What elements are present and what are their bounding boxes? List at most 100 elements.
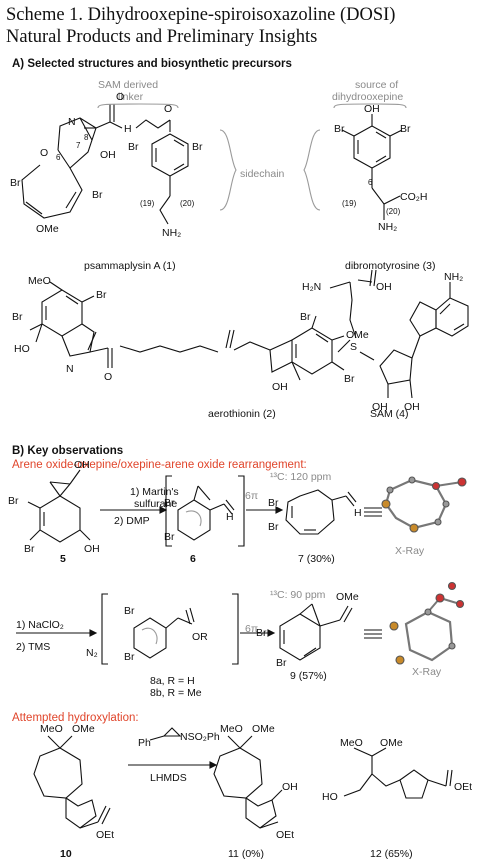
atom-br1-7: Br	[268, 497, 279, 509]
atom-h-7: H	[354, 507, 362, 519]
sam-linker-label-1: SAM derived	[98, 79, 159, 91]
title-line-2: Natural Products and Preliminary Insight…	[6, 27, 318, 47]
nmr-90-label: ¹³C: 90 ppm	[270, 589, 326, 601]
atom-oet-10: OEt	[96, 829, 114, 841]
atom-nso2ph-reagent: NSO₂Ph	[180, 731, 220, 743]
atom-oh2-sam: OH	[372, 401, 388, 413]
compound-8a-label: 8a, R = H	[150, 675, 195, 687]
atom-ph-reagent: Ph	[138, 737, 151, 749]
atom-meo-aero: MeO	[28, 275, 51, 287]
compound-7-structure	[285, 489, 382, 535]
atom-h2n-sam: H₂N	[302, 281, 321, 293]
atom-ome-psam: OMe	[36, 223, 59, 235]
atom-num-6-dbt: 6	[368, 178, 373, 187]
atom-br1-8: Br	[124, 605, 135, 617]
atom-oh-psam: OH	[100, 149, 116, 161]
xray-label-2: X-Ray	[412, 666, 442, 678]
atom-ome-12: OMe	[380, 737, 403, 749]
atom-oh-dbt: OH	[364, 103, 380, 115]
compound-10-structure	[33, 735, 111, 829]
compound-5-structure	[27, 469, 91, 543]
compound-12-label: 12 (65%)	[370, 848, 413, 860]
compound-7-label: 7 (30%)	[298, 553, 335, 565]
atom-h-psam: H	[124, 123, 132, 135]
atom-br2-5: Br	[24, 543, 35, 555]
atom-ome-10: OMe	[72, 723, 95, 735]
bracket-left-8	[101, 593, 108, 665]
dibromotyrosine-structure	[303, 103, 407, 220]
compound-12-structure	[343, 747, 453, 799]
atom-co2h-dbt: CO₂H	[400, 191, 427, 203]
atom-br2-aero: Br	[12, 311, 23, 323]
atom-num-19: (19)	[140, 199, 155, 208]
atom-meo-11: MeO	[220, 723, 243, 735]
atom-br3-aero: Br	[300, 311, 311, 323]
atom-meo-10: MeO	[40, 723, 63, 735]
atom-num-20-dbt: (20)	[386, 207, 401, 216]
atom-num-8: 8	[84, 133, 89, 142]
compound-8b-label: 8b, R = Me	[150, 687, 202, 699]
source-label-1: source of	[355, 79, 399, 91]
title-line-1: Scheme 1. Dihydrooxepine-spiroisoxazolin…	[6, 5, 396, 25]
sam-linker-label-2: linker	[118, 91, 144, 103]
atom-ome-11: OMe	[252, 723, 275, 735]
atom-oh2-5: OH	[84, 543, 100, 555]
sidechain-label: sidechain	[240, 168, 285, 180]
compound-11-structure	[213, 735, 283, 829]
source-label-2: dihydrooxepine	[332, 91, 404, 103]
aerothionin-label: aerothionin (2)	[208, 408, 276, 420]
compound-9-structure	[279, 603, 382, 661]
atom-num-6: 6	[56, 153, 61, 162]
atom-oet-12: OEt	[454, 781, 472, 793]
xray-structure-9	[389, 581, 465, 665]
atom-br1-psam: Br	[10, 177, 21, 189]
psammaplysin-label: psammaplysin A (1)	[84, 260, 176, 272]
compound-6-label: 6	[190, 553, 196, 565]
atom-num-20: (20)	[180, 199, 195, 208]
atom-s-sam: S	[350, 341, 357, 353]
atom-br2-dbt: Br	[400, 123, 411, 135]
atom-br4-psam: Br	[192, 141, 203, 153]
sam-structure	[329, 269, 469, 399]
atom-ho-aero: HO	[14, 343, 30, 355]
atom-nh2-dbt: NH₂	[378, 221, 397, 233]
compound-10-label: 10	[60, 848, 72, 860]
atom-n-aero: N	[66, 363, 74, 375]
bracket-right-8	[232, 593, 239, 665]
atom-h-6: H	[226, 511, 234, 523]
atom-br1-dbt: Br	[334, 123, 345, 135]
atom-o-psam: O	[40, 147, 48, 159]
atom-nh2-psam: NH₂	[162, 227, 181, 239]
step-n2: N₂	[86, 647, 98, 659]
atom-num-19-dbt: (19)	[342, 199, 357, 208]
compound-6-structure	[177, 485, 235, 541]
psammaplysin-a-structure	[21, 103, 237, 225]
step-naclo2: 1) NaClO₂	[16, 619, 64, 631]
hydroxylation-subtitle: Attempted hydroxylation:	[12, 712, 139, 724]
atom-ome-aero: OMe	[346, 329, 369, 341]
section-a-heading: A) Selected structures and biosynthetic …	[12, 58, 292, 70]
step-tms: 2) TMS	[16, 641, 51, 653]
atom-oh-aero: OH	[272, 381, 288, 393]
atom-br1-aero: Br	[96, 289, 107, 301]
section-b-heading: B) Key observations	[12, 445, 124, 457]
six-pi-label-2: 6π	[245, 623, 259, 635]
bracket-right-6	[238, 475, 245, 547]
compound-9-label: 9 (57%)	[290, 670, 327, 682]
atom-br2-7: Br	[268, 521, 279, 533]
compound-8-structure	[133, 607, 195, 659]
six-pi-label-1: 6π	[245, 490, 259, 502]
atom-or-8: OR	[192, 631, 208, 643]
scheme-title: Scheme 1. Dihydrooxepine-spiroisoxazolin…	[6, 4, 480, 48]
xray-structure-7	[381, 476, 467, 533]
atom-br1-9: Br	[256, 627, 267, 639]
atom-br2-9: Br	[276, 657, 287, 669]
step-dmp: 2) DMP	[114, 515, 150, 527]
atom-meo-12: MeO	[340, 737, 363, 749]
atom-o2-psam: O	[116, 91, 124, 103]
atom-oh-5: OH	[74, 459, 90, 471]
dibromotyrosine-label: dibromotyrosine (3)	[345, 260, 436, 272]
atom-num-7: 7	[76, 141, 81, 150]
sam-label: SAM (4)	[370, 408, 409, 420]
